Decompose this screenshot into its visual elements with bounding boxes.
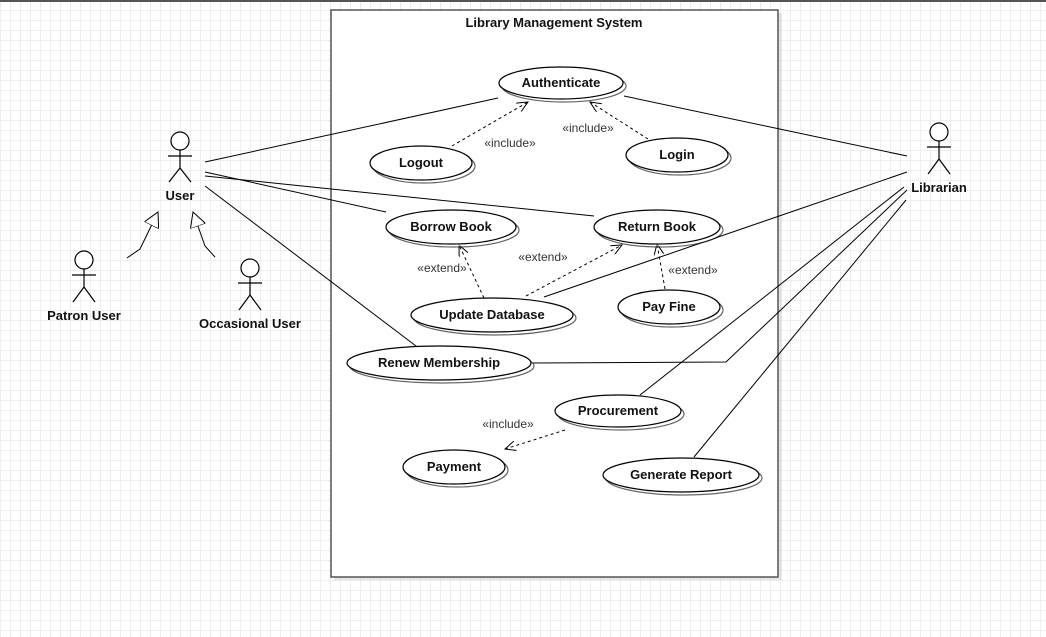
assoc-librarian-renew — [532, 189, 908, 364]
logout-include-label: «include» — [484, 136, 536, 150]
actor-user-label: User — [166, 188, 195, 203]
include-procurement — [505, 429, 566, 449]
actor-patron-label: Patron User — [47, 308, 121, 323]
assoc-librarian-report — [693, 199, 907, 458]
usecase-authenticate-label: Authenticate — [522, 75, 601, 90]
generalization-occasional — [193, 212, 216, 258]
usecase-borrow-book-label: Borrow Book — [410, 219, 492, 234]
extend-payfine — [657, 244, 666, 290]
procurement-include-label: «include» — [482, 417, 534, 431]
generalization-patron — [126, 212, 158, 259]
usecase-logout[interactable]: Logout — [369, 145, 476, 184]
usecase-login[interactable]: Login — [625, 137, 732, 176]
actor-user-icon[interactable] — [168, 131, 192, 183]
include-logout — [451, 102, 528, 147]
usecase-update-database-label: Update Database — [439, 307, 544, 322]
usecase-return-book[interactable]: Return Book — [593, 209, 724, 248]
assoc-user-return — [204, 175, 595, 217]
actor-occasional-icon[interactable] — [238, 258, 262, 311]
assoc-user-authenticate — [204, 97, 499, 163]
usecase-renew-membership-label: Renew Membership — [378, 355, 500, 370]
usecase-pay-fine[interactable]: Pay Fine — [617, 289, 724, 328]
system-title: Library Management System — [465, 15, 642, 30]
extend-borrow — [459, 245, 485, 299]
payfine-extend-label: «extend» — [668, 263, 718, 277]
extend-return — [525, 245, 622, 297]
actor-occasional-label: Occasional User — [199, 316, 301, 331]
usecase-logout-label: Logout — [399, 155, 444, 170]
usecase-procurement[interactable]: Procurement — [554, 394, 685, 431]
usecase-login-label: Login — [659, 147, 694, 162]
usecase-generate-report[interactable]: Generate Report — [602, 457, 763, 496]
assoc-librarian-authenticate — [623, 95, 908, 157]
usecase-renew-membership[interactable]: Renew Membership — [346, 345, 535, 384]
return-extend-label: «extend» — [518, 250, 568, 264]
usecase-payment-label: Payment — [427, 459, 482, 474]
assoc-librarian-procurement — [639, 186, 905, 396]
usecase-update-database[interactable]: Update Database — [410, 297, 577, 336]
actor-librarian-label: Librarian — [911, 180, 967, 195]
usecase-authenticate[interactable]: Authenticate — [498, 66, 627, 103]
usecase-payment[interactable]: Payment — [402, 449, 509, 488]
usecase-return-book-label: Return Book — [618, 219, 697, 234]
actor-patron-icon[interactable] — [72, 250, 96, 303]
actor-librarian-icon[interactable] — [927, 122, 951, 175]
usecase-procurement-label: Procurement — [578, 403, 659, 418]
assoc-user-renew — [204, 185, 417, 347]
usecase-borrow-book[interactable]: Borrow Book — [385, 209, 520, 248]
borrow-extend-label: «extend» — [417, 261, 467, 275]
usecase-generate-report-label: Generate Report — [630, 467, 733, 482]
assoc-librarian-update — [543, 171, 908, 298]
top-border — [0, 0, 1046, 2]
usecase-pay-fine-label: Pay Fine — [642, 299, 695, 314]
login-include-label: «include» — [562, 121, 614, 135]
